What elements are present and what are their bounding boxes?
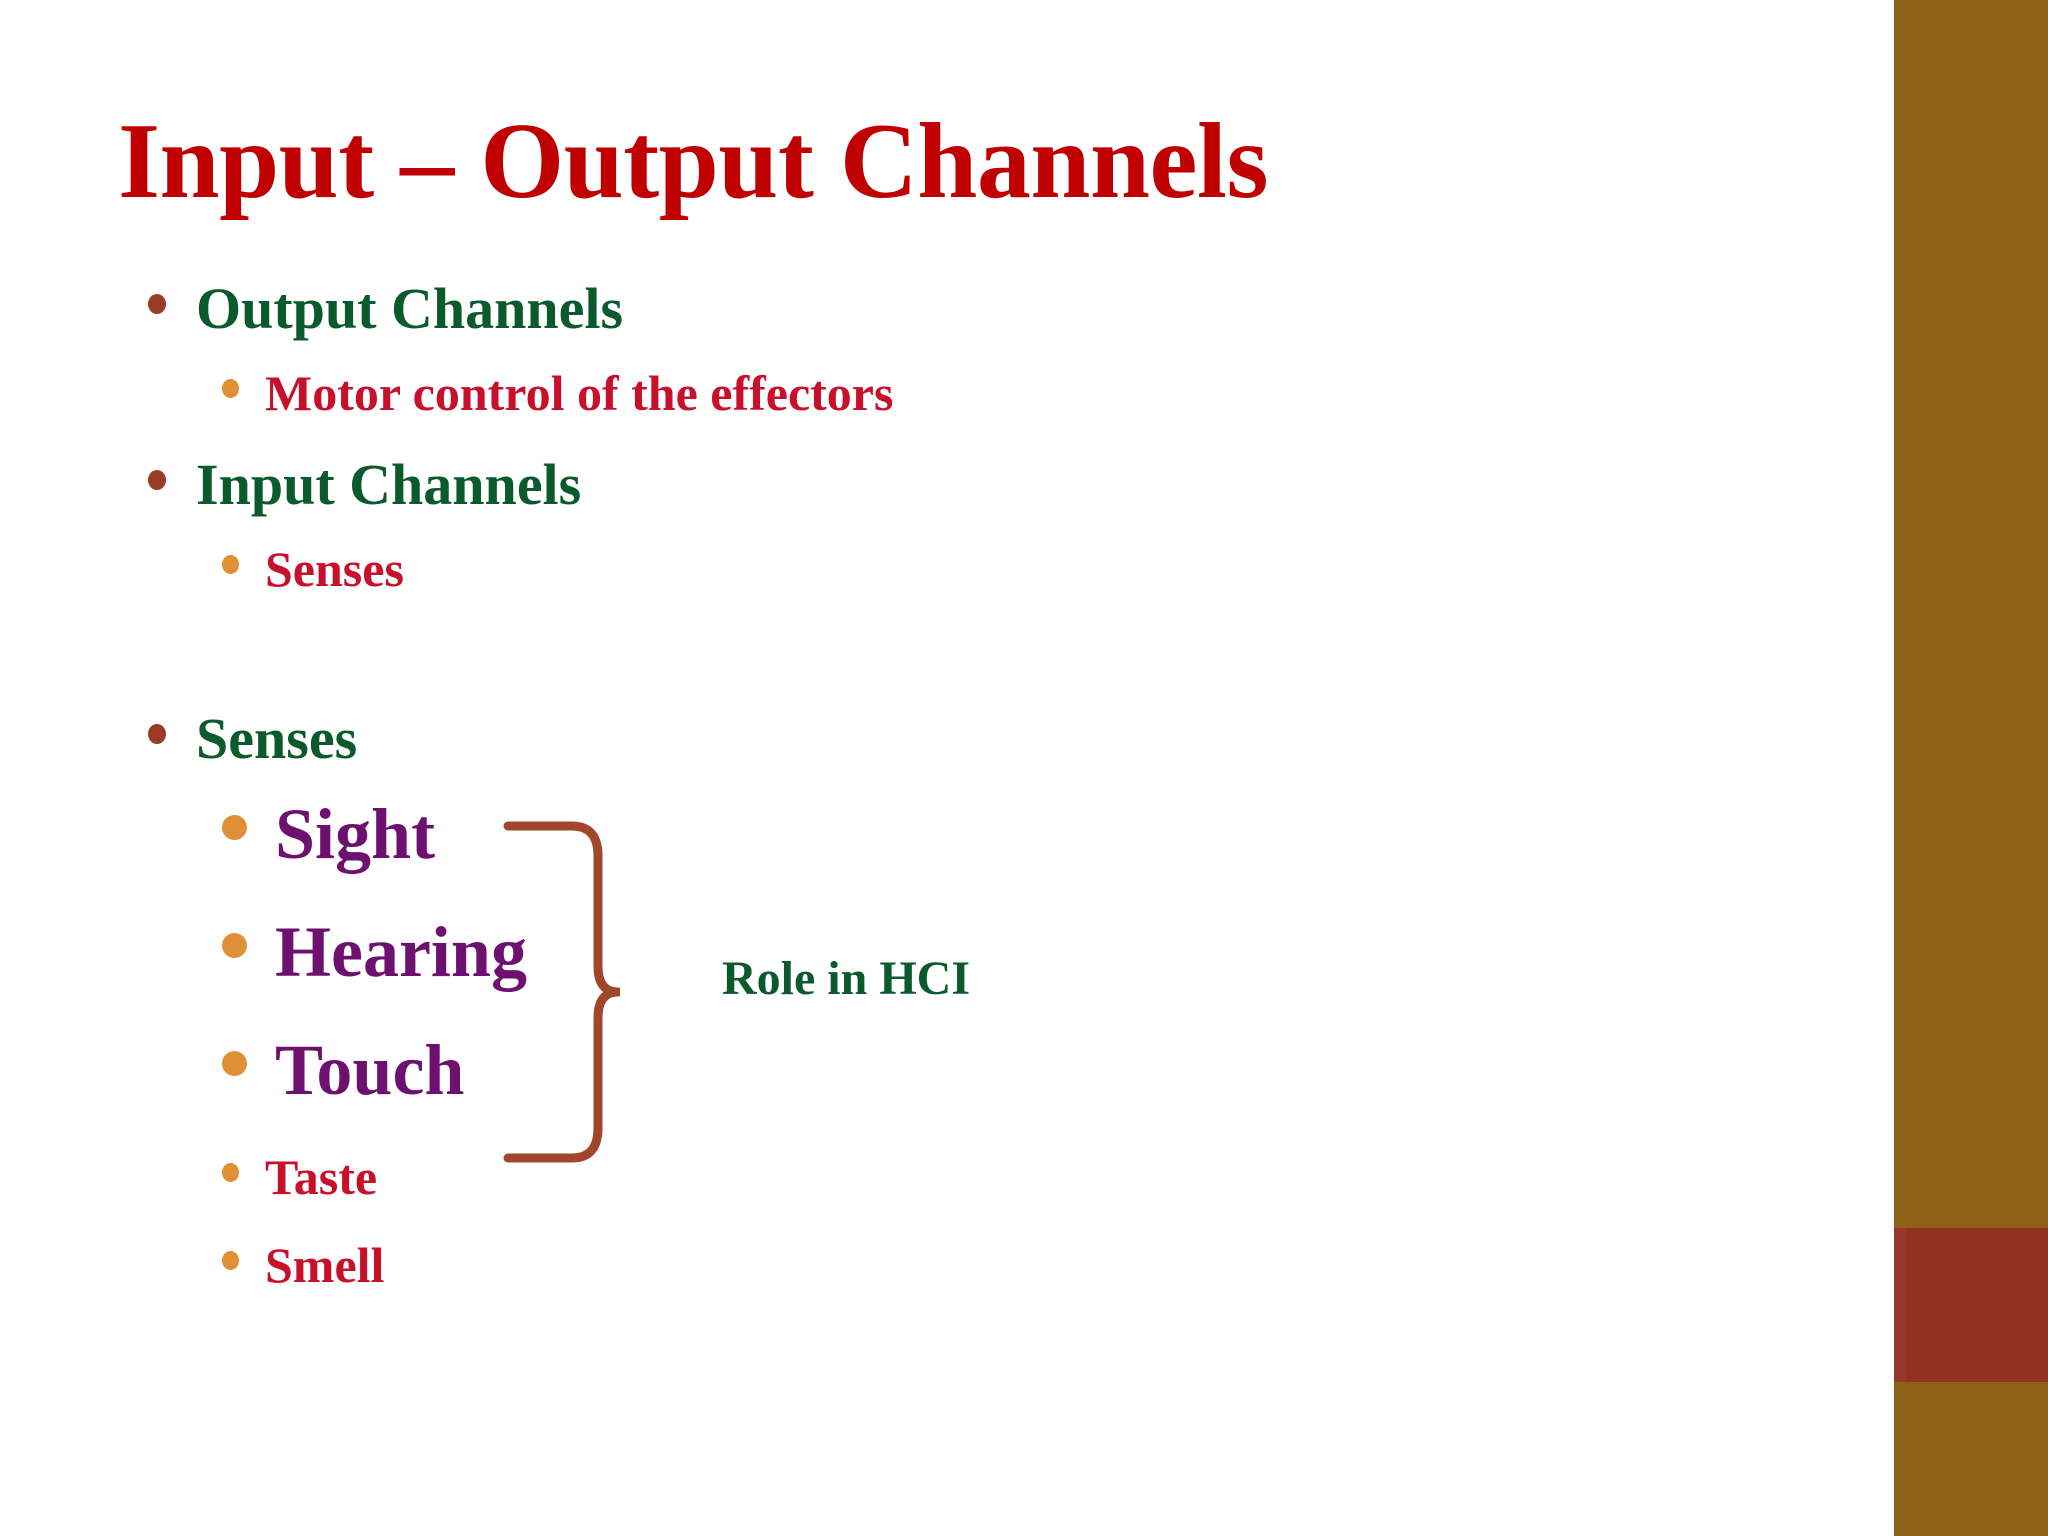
bullet-marker-level2 bbox=[222, 933, 247, 958]
bullet-marker-level2 bbox=[222, 555, 239, 574]
list-item-label: Taste bbox=[265, 1149, 378, 1205]
list-item: Input Channels bbox=[0, 456, 1860, 544]
list-item-label: Sight bbox=[275, 794, 436, 874]
list-item-label: Hearing bbox=[275, 912, 527, 992]
list-item-label: Senses bbox=[265, 541, 404, 597]
list-item-label: Motor control of the effectors bbox=[265, 365, 894, 421]
list-item: Taste bbox=[0, 1152, 1860, 1240]
bullet-marker-level2 bbox=[222, 1051, 247, 1076]
list-item: Senses bbox=[0, 710, 1860, 798]
bullet-marker-level1 bbox=[148, 724, 166, 744]
bullet-marker-level2 bbox=[222, 815, 247, 840]
list-item-label: Touch bbox=[275, 1030, 465, 1110]
list-item-label: Input Channels bbox=[196, 452, 582, 517]
bullet-marker-level1 bbox=[148, 294, 166, 314]
brace-annotation-label: Role in HCI bbox=[722, 952, 971, 1005]
list-item: Output Channels bbox=[0, 280, 1860, 368]
bullet-marker-level1 bbox=[148, 470, 166, 490]
bullet-marker-level2 bbox=[222, 1251, 239, 1270]
list-spacer bbox=[0, 632, 1860, 710]
sidebar-accent-edge bbox=[1894, 1228, 1906, 1382]
list-item: Touch bbox=[0, 1034, 1860, 1152]
list-item: Senses bbox=[0, 544, 1860, 632]
list-item: Motor control of the effectors bbox=[0, 368, 1860, 456]
list-item: Sight bbox=[0, 798, 1860, 916]
bullet-marker-level2 bbox=[222, 379, 239, 398]
page-title: Input – Output Channels bbox=[118, 102, 1268, 221]
bullet-list: Output Channels Motor control of the eff… bbox=[0, 280, 1860, 1328]
sidebar-accent-block bbox=[1894, 1228, 2048, 1382]
list-item-label: Senses bbox=[196, 706, 358, 771]
list-item: Hearing bbox=[0, 916, 1860, 1034]
list-item-label: Output Channels bbox=[196, 276, 624, 341]
bullet-marker-level2 bbox=[222, 1163, 239, 1182]
list-item-label: Smell bbox=[265, 1237, 385, 1293]
list-item: Smell bbox=[0, 1240, 1860, 1328]
grouping-brace bbox=[490, 820, 620, 1165]
